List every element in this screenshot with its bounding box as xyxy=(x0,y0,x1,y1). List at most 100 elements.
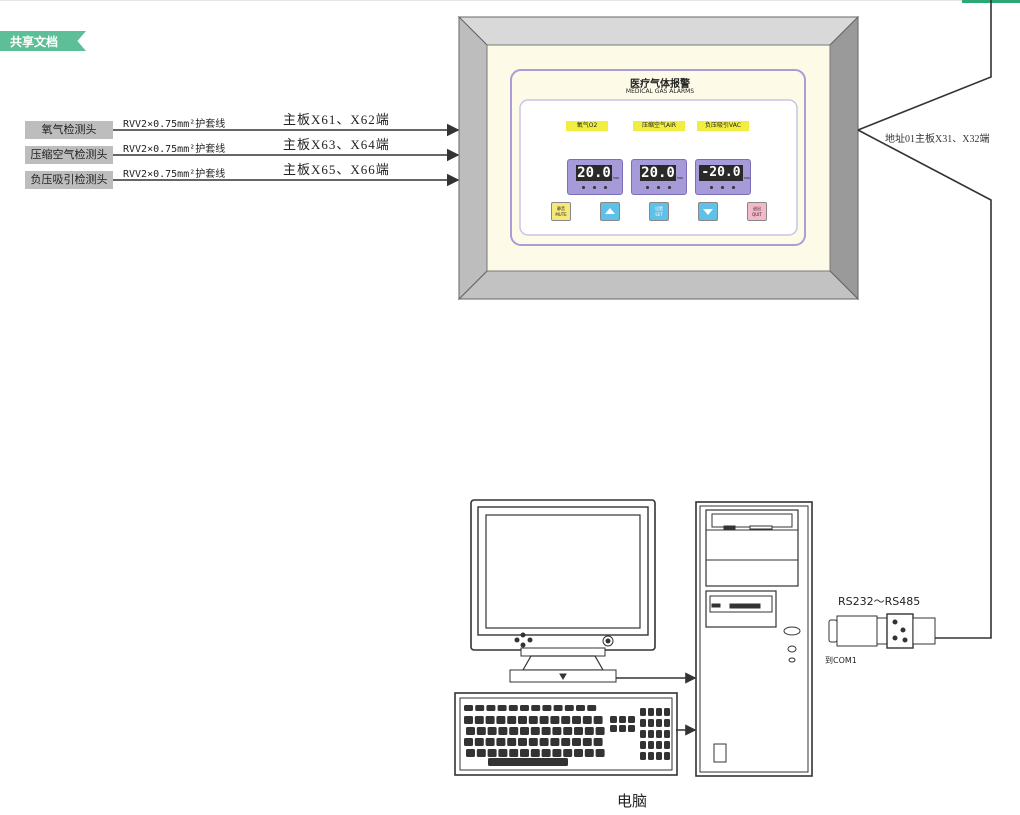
keyboard-key xyxy=(509,749,519,757)
keyboard-key xyxy=(474,738,484,746)
keyboard-key xyxy=(518,738,527,746)
comm-cable-bottom xyxy=(857,129,992,639)
mute-icon: 静音 xyxy=(557,206,565,211)
keyboard-key xyxy=(486,705,496,711)
keyboard-key xyxy=(507,738,517,746)
keyboard-key xyxy=(509,727,519,735)
keyboard-key xyxy=(561,716,571,724)
keyboard-key xyxy=(531,705,541,711)
board-terminal-2: 主板X63、X64端 xyxy=(283,137,390,152)
keyboard-key xyxy=(541,727,551,735)
keyboard-key xyxy=(520,705,529,711)
keyboard-key xyxy=(656,719,662,727)
keyboard-key xyxy=(518,716,527,724)
keyboard-key xyxy=(498,727,508,735)
rs-converter xyxy=(828,613,936,649)
keyboard-key xyxy=(582,716,592,724)
set-button[interactable]: 设置 SET xyxy=(649,202,669,221)
keyboard-key xyxy=(664,741,670,749)
board-terminal-3: 主板X65、X66端 xyxy=(283,162,390,177)
panel-subtitle: MEDICAL GAS ALARMS xyxy=(625,88,695,95)
channel-label-vacuum: 负压吸引VAC xyxy=(697,121,749,131)
mute-button[interactable]: 静音 MUTE xyxy=(551,202,571,221)
quit-button[interactable]: 退出 QUIT xyxy=(747,202,767,221)
keyboard-key xyxy=(496,738,506,746)
keyboard-key xyxy=(542,705,552,711)
keyboard-key xyxy=(541,749,551,757)
panel-title: 医疗气体报警 xyxy=(630,79,690,90)
comm-cable-top xyxy=(857,0,992,131)
keyboard-key xyxy=(530,727,540,735)
keyboard-key xyxy=(550,716,560,724)
keyboard-key xyxy=(488,758,568,766)
display-air: 20.0 MPa xyxy=(631,159,687,195)
keyboard-key xyxy=(656,708,662,716)
display-oxygen: 20.0 MPa xyxy=(567,159,623,195)
display-air-value: 20.0 xyxy=(640,165,676,181)
keyboard-key xyxy=(572,738,581,746)
arrow-down-icon xyxy=(703,209,713,215)
keyboard-key xyxy=(648,752,654,760)
keyboard-key xyxy=(466,749,475,757)
keyboard-key xyxy=(656,741,662,749)
keyboard-key xyxy=(640,752,646,760)
keyboard-key xyxy=(550,738,560,746)
down-button[interactable] xyxy=(698,202,718,221)
keyboard-key xyxy=(576,705,585,711)
up-button[interactable] xyxy=(600,202,620,221)
display-vacuum-value: -20.0 xyxy=(699,165,743,181)
keyboard-key xyxy=(466,727,475,735)
keyboard-key xyxy=(507,716,517,724)
alarm-panel xyxy=(457,15,860,301)
display-vacuum: -20.0 MPa xyxy=(695,159,751,195)
converter-label: RS232～RS485 xyxy=(838,595,921,608)
shared-doc-tag[interactable]: 共享文档 xyxy=(0,31,86,51)
shared-doc-tag-label: 共享文档 xyxy=(10,35,59,49)
computer-tower xyxy=(695,501,813,777)
keyboard-key xyxy=(487,749,497,757)
display-air-unit: MPa xyxy=(677,176,684,180)
keyboard-key xyxy=(539,738,549,746)
keyboard-key xyxy=(656,752,662,760)
set-icon: 设置 xyxy=(655,206,663,211)
cable-label-1: RVV2×0.75mm²护套线 xyxy=(123,119,226,130)
keyboard-key xyxy=(563,727,573,735)
keyboard-key xyxy=(539,716,549,724)
keyboard-key xyxy=(487,727,497,735)
keyboard-key xyxy=(648,741,654,749)
keyboard-key xyxy=(530,749,540,757)
keyboard-key xyxy=(610,725,617,732)
display-oxygen-value: 20.0 xyxy=(576,165,612,181)
monitor xyxy=(470,499,656,683)
keyboard-key xyxy=(640,730,646,738)
keyboard-key xyxy=(664,752,670,760)
keyboard xyxy=(454,692,678,776)
keyboard-key xyxy=(552,727,562,735)
address-note: 地址01主板X31、X32端 xyxy=(885,134,990,145)
keyboard-key xyxy=(561,738,571,746)
keyboard-key xyxy=(496,716,506,724)
keyboard-key xyxy=(498,749,508,757)
keyboard-key xyxy=(656,730,662,738)
keyboard-key xyxy=(640,708,646,716)
keyboard-key xyxy=(584,727,594,735)
top-rule xyxy=(0,0,962,1)
keyboard-key xyxy=(648,719,654,727)
com-port-label: 到COM1 xyxy=(825,656,857,665)
keyboard-key xyxy=(476,727,486,735)
keyboard-key xyxy=(582,738,592,746)
sensor-vacuum: 负压吸引检测头 xyxy=(25,171,113,189)
computer-label: 电脑 xyxy=(617,792,648,810)
keyboard-key xyxy=(474,716,484,724)
board-terminal-1: 主板X61、X62端 xyxy=(283,112,390,127)
keyboard-key xyxy=(552,749,562,757)
keyboard-key xyxy=(648,708,654,716)
sensor-oxygen: 氧气检测头 xyxy=(25,121,113,139)
sensor-compressed-air: 压缩空气检测头 xyxy=(25,146,113,164)
keyboard-key xyxy=(508,705,518,711)
cable-label-3: RVV2×0.75mm²护套线 xyxy=(123,169,226,180)
keyboard-key xyxy=(563,749,573,757)
keyboard-key xyxy=(528,716,538,724)
keyboard-key xyxy=(648,730,654,738)
keyboard-key xyxy=(593,738,603,746)
